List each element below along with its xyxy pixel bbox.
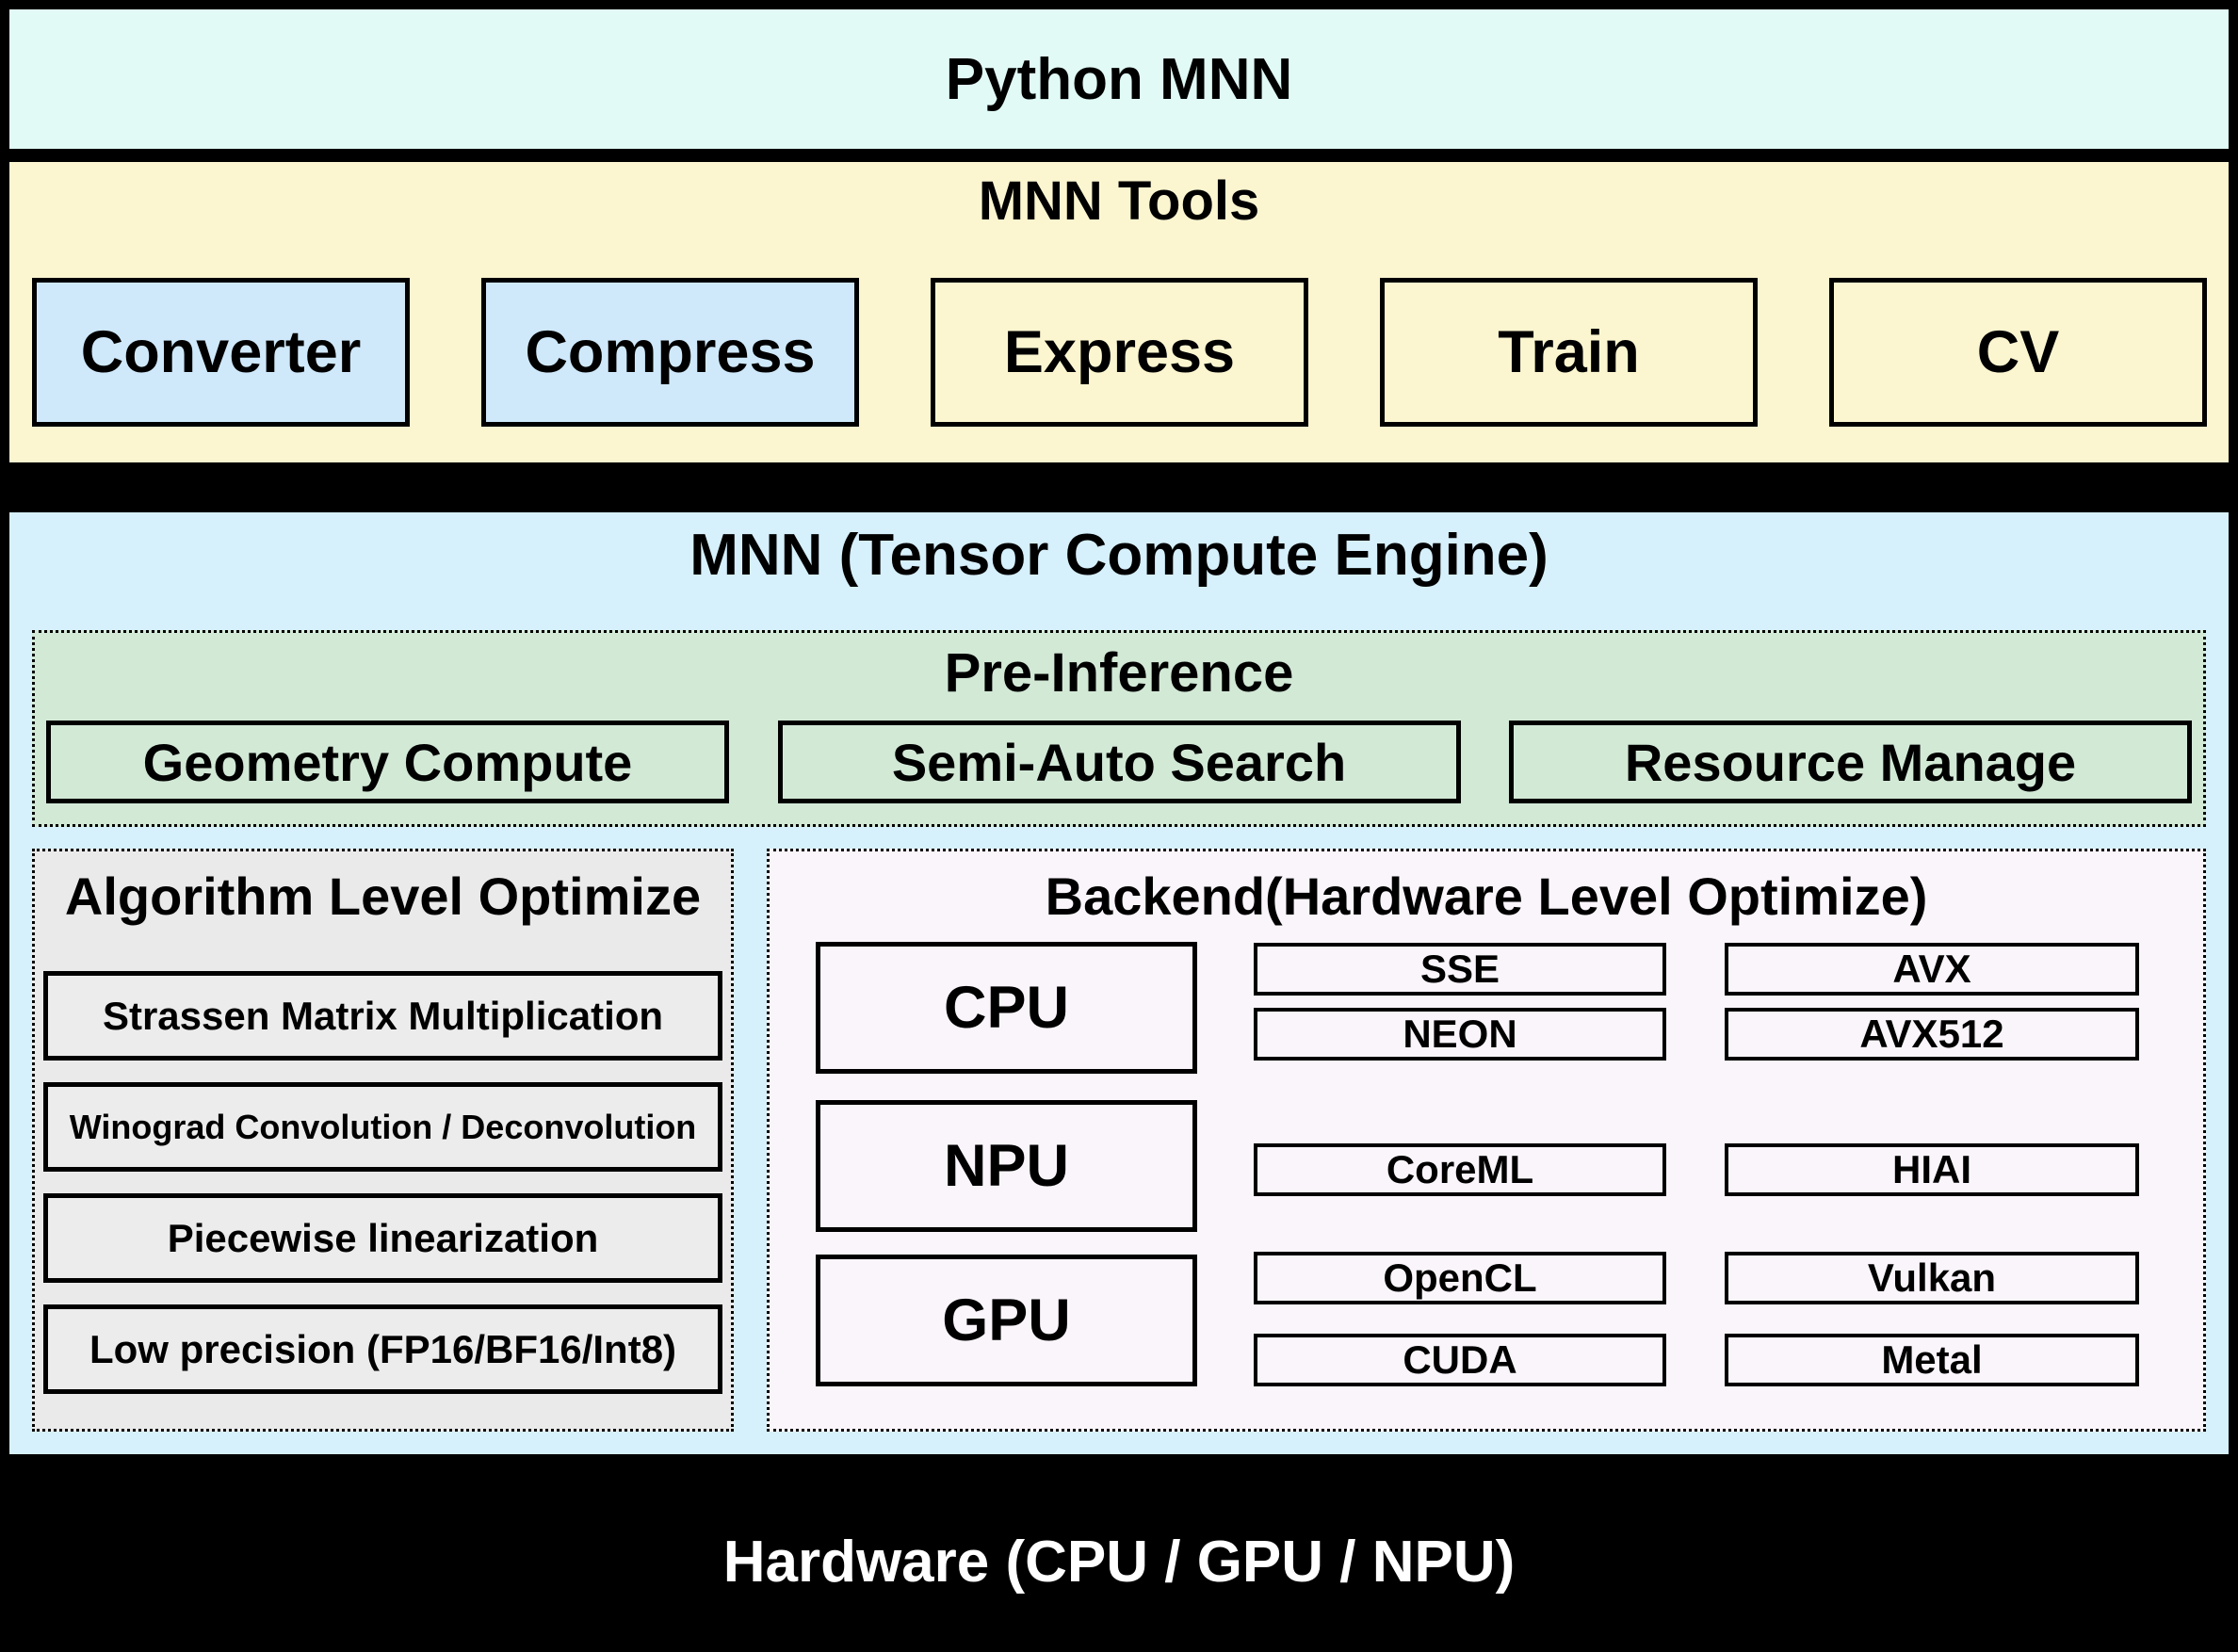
api-box-avx: AVX xyxy=(1725,943,2139,996)
algo-box-low-precision: Low precision (FP16/BF16/Int8) xyxy=(43,1304,722,1394)
pre-inference-section: Pre-Inference Geometry Compute Semi-Auto… xyxy=(32,630,2206,827)
algo-box-piecewise: Piecewise linearization xyxy=(43,1193,722,1283)
api-box-coreml: CoreML xyxy=(1254,1143,1666,1196)
engine-band: MNN (Tensor Compute Engine) Pre-Inferenc… xyxy=(9,512,2229,1454)
api-box-avx512: AVX512 xyxy=(1725,1008,2139,1061)
algo-box-winograd: Winograd Convolution / Deconvolution xyxy=(43,1082,722,1172)
tool-box-express: Express xyxy=(931,278,1308,427)
python-mnn-title: Python MNN xyxy=(945,46,1293,112)
mnn-tools-row: Converter Compress Express Train CV xyxy=(32,278,2207,427)
algo-box-strassen: Strassen Matrix Multiplication xyxy=(43,971,722,1061)
algorithm-optimize-items: Strassen Matrix Multiplication Winograd … xyxy=(43,971,722,1394)
python-mnn-band: Python MNN xyxy=(9,9,2229,149)
algorithm-optimize-section: Algorithm Level Optimize Strassen Matrix… xyxy=(32,849,734,1432)
processor-box-gpu: GPU xyxy=(816,1255,1197,1386)
processor-box-npu: NPU xyxy=(816,1100,1197,1232)
api-box-neon: NEON xyxy=(1254,1008,1666,1061)
pre-inference-title: Pre-Inference xyxy=(944,642,1294,704)
mnn-tools-band: MNN Tools Converter Compress Express Tra… xyxy=(9,162,2229,462)
tool-box-converter: Converter xyxy=(32,278,410,427)
algorithm-optimize-title: Algorithm Level Optimize xyxy=(64,866,702,926)
pre-box-resource-manage: Resource Manage xyxy=(1509,721,2192,803)
api-box-metal: Metal xyxy=(1725,1334,2139,1386)
tool-box-cv: CV xyxy=(1829,278,2207,427)
hardware-band: Hardware (CPU / GPU / NPU) xyxy=(0,1454,2238,1652)
tool-box-compress: Compress xyxy=(481,278,859,427)
processor-box-cpu: CPU xyxy=(816,942,1197,1074)
api-box-sse: SSE xyxy=(1254,943,1666,996)
hardware-title: Hardware (CPU / GPU / NPU) xyxy=(722,1529,1516,1595)
engine-title: MNN (Tensor Compute Engine) xyxy=(689,523,1549,588)
pre-box-semi-auto-search: Semi-Auto Search xyxy=(777,721,1461,803)
api-box-cuda: CUDA xyxy=(1254,1334,1666,1386)
api-box-vulkan: Vulkan xyxy=(1725,1252,2139,1304)
pre-box-geometry-compute: Geometry Compute xyxy=(46,721,729,803)
api-box-opencl: OpenCL xyxy=(1254,1252,1666,1304)
backend-section: Backend(Hardware Level Optimize) CPU NPU… xyxy=(767,849,2206,1432)
pre-inference-row: Geometry Compute Semi-Auto Search Resour… xyxy=(46,721,2192,803)
backend-title: Backend(Hardware Level Optimize) xyxy=(1045,866,1928,926)
mnn-tools-title: MNN Tools xyxy=(978,170,1260,232)
tool-box-train: Train xyxy=(1380,278,1758,427)
api-box-hiai: HIAI xyxy=(1725,1143,2139,1196)
